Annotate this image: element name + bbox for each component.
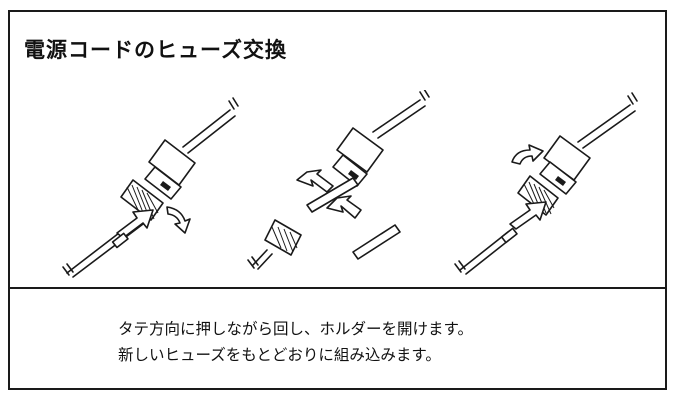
open-holder-replace-fuse-illustration [247, 90, 430, 270]
divider [8, 287, 667, 289]
page-title: 電源コードのヒューズ交換 [24, 38, 287, 62]
instructions-text: タテ方向に押しながら回し、ホルダーを開けます。 新しいヒューズをもとどおりに組み… [118, 316, 473, 368]
page-frame [8, 10, 667, 390]
instruction-line-1: タテ方向に押しながら回し、ホルダーを開けます。 [118, 320, 473, 338]
reassemble-holder-illustration [454, 92, 638, 275]
instruction-line-2: 新しいヒューズをもとどおりに組み込みます。 [118, 346, 441, 364]
twist-holder-illustration [62, 97, 239, 278]
